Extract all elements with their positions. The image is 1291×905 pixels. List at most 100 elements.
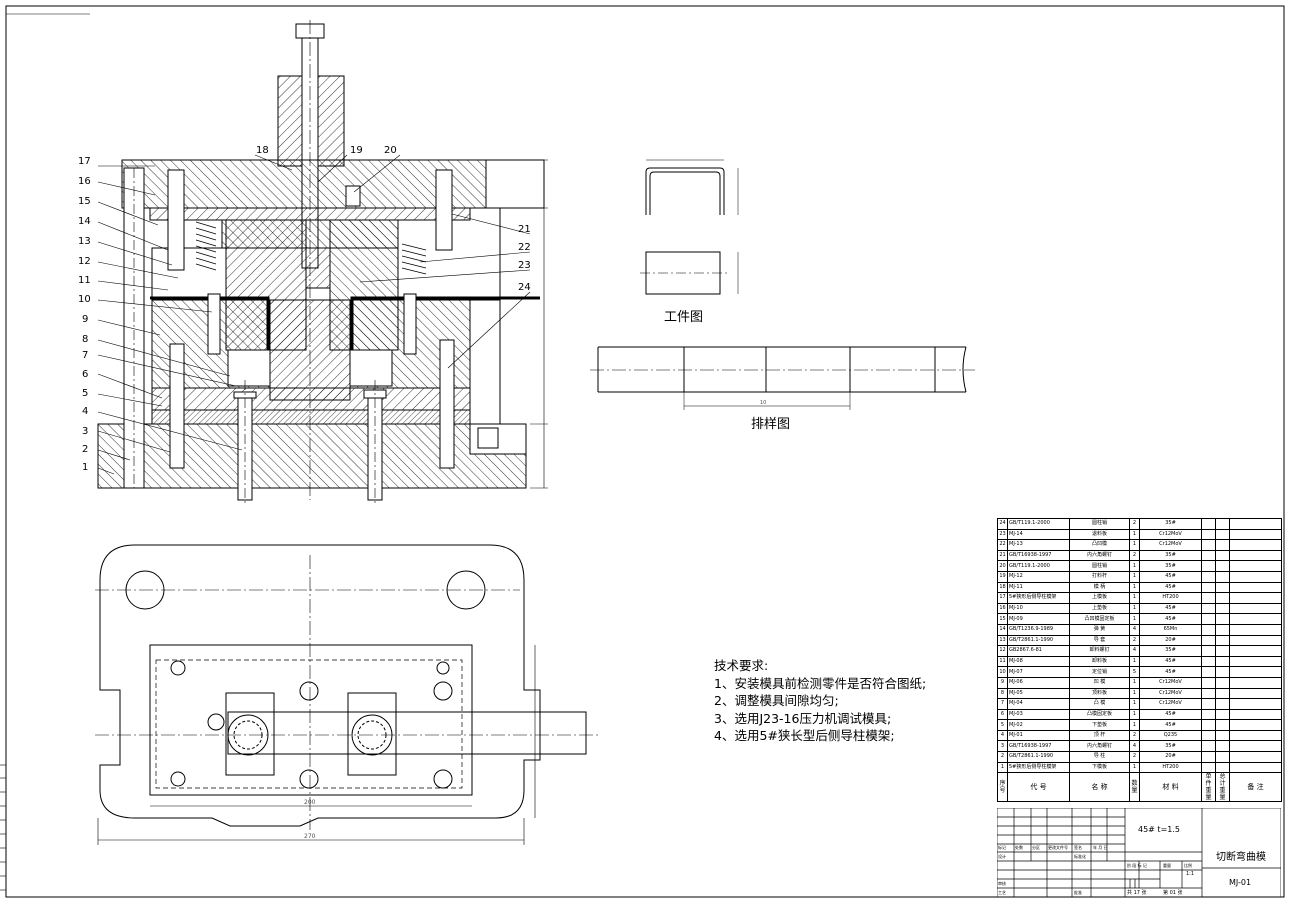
sheet-number: 第 01 张 — [1163, 890, 1183, 896]
rev-label: 签名 — [1074, 845, 1082, 850]
spring-right — [401, 243, 427, 275]
workpiece-caption: 工件图 — [664, 310, 704, 325]
bom-name: 卸料板 — [1069, 655, 1130, 668]
sheet-border — [5, 5, 1285, 898]
bom-name: 退料板 — [1069, 528, 1130, 541]
bom-qty: 2 — [1129, 634, 1140, 647]
bom-qty: 1 — [1129, 528, 1140, 541]
bom-unit-weight — [1201, 761, 1216, 774]
balloon: 9 — [82, 314, 88, 325]
bom-qty: 1 — [1129, 698, 1140, 710]
bom-name: 定位销 — [1069, 666, 1130, 678]
bom-header-total-weight: 总计重量 — [1215, 772, 1230, 803]
bom-unit-weight — [1201, 751, 1216, 763]
bom-name: 上模板 — [1069, 592, 1130, 604]
bom-qty: 1 — [1129, 560, 1140, 572]
bom-remark — [1229, 698, 1282, 710]
bom-unit-weight — [1201, 581, 1216, 594]
bom-name: 圆柱销 — [1069, 518, 1130, 530]
balloon: 2 — [82, 444, 88, 455]
balloon: 24 — [518, 282, 531, 293]
bom-remark — [1229, 645, 1282, 657]
balloon: 1 — [82, 462, 88, 473]
bom-remark — [1229, 518, 1282, 530]
bom-unit-weight — [1201, 740, 1216, 753]
bom-qty: 2 — [1129, 751, 1140, 763]
weight-label: 重量 — [1163, 863, 1171, 868]
bom-no: 21 — [997, 549, 1008, 562]
bom-unit-weight — [1201, 729, 1216, 742]
balloon: 19 — [350, 145, 363, 156]
bom-total-weight — [1215, 645, 1230, 657]
workpiece-drawing — [640, 159, 739, 295]
bom-code: MJ-06 — [1007, 676, 1070, 689]
bom-code: MJ-08 — [1007, 655, 1070, 668]
bom-no: 20 — [997, 560, 1008, 572]
bom-total-weight — [1215, 613, 1230, 625]
bom-no: 15 — [997, 613, 1008, 625]
bom-no: 23 — [997, 528, 1008, 541]
bom-total-weight — [1215, 560, 1230, 572]
bom-header-qty: 数量 — [1129, 772, 1140, 803]
bom-remark — [1229, 560, 1282, 572]
bom-unit-weight — [1201, 602, 1216, 615]
balloon: 8 — [82, 334, 88, 345]
bom-unit-weight — [1201, 613, 1216, 625]
bom-remark — [1229, 655, 1282, 668]
role-label: 工艺 — [998, 890, 1006, 895]
bom-qty: 1 — [1129, 676, 1140, 689]
bom-material: 35# — [1139, 518, 1202, 530]
bom-name: 下垫板 — [1069, 719, 1130, 731]
bom-qty: 4 — [1129, 740, 1140, 753]
bom-code: MJ-14 — [1007, 528, 1070, 541]
bom-remark — [1229, 719, 1282, 731]
bom-unit-weight — [1201, 687, 1216, 700]
bom-qty: 1 — [1129, 719, 1140, 731]
bom-header-code: 代 号 — [1007, 772, 1070, 803]
bom-name: 打料杆 — [1069, 570, 1130, 583]
bom-code: GB/T16938-1997 — [1007, 740, 1070, 753]
bom-total-weight — [1215, 676, 1230, 689]
bom-material: 35# — [1139, 560, 1202, 572]
bom-unit-weight — [1201, 655, 1216, 668]
bom-qty: 5 — [1129, 666, 1140, 678]
bom-total-weight — [1215, 751, 1230, 763]
bom-name: 凸凹模固定板 — [1069, 613, 1130, 625]
plan-view — [95, 544, 600, 845]
bom-remark — [1229, 729, 1282, 742]
bom-code: MJ-10 — [1007, 602, 1070, 615]
bom-header: 序号代 号名 称数量材 料单件重量总计重量备 注 — [997, 772, 1282, 803]
leader-lines — [97, 154, 531, 475]
bom-total-weight — [1215, 634, 1230, 647]
bom-remark — [1229, 666, 1282, 678]
balloon: 12 — [78, 256, 91, 267]
bom-no: 13 — [997, 634, 1008, 647]
bom-unit-weight — [1201, 528, 1216, 541]
bom-material: 65Mn — [1139, 623, 1202, 636]
bom-qty: 1 — [1129, 761, 1140, 774]
bom-material: 20# — [1139, 634, 1202, 647]
rev-label: 处数 — [1015, 845, 1023, 850]
bom-name: 导 柱 — [1069, 751, 1130, 763]
dim-bottom-width: 270 — [304, 833, 316, 840]
std-label: 批准 — [1074, 890, 1082, 895]
bom-header-material: 材 料 — [1139, 772, 1202, 803]
part-balloons: 17 16 15 14 13 12 11 10 9 8 7 6 5 4 3 2 … — [78, 145, 531, 473]
balloon: 18 — [256, 145, 269, 156]
bom-name: 凸 模 — [1069, 698, 1130, 710]
lower-plate-outline — [99, 544, 541, 827]
bom-name: 凹 模 — [1069, 676, 1130, 689]
bom-remark — [1229, 623, 1282, 636]
bom-unit-weight — [1201, 676, 1216, 689]
balloon: 16 — [78, 176, 91, 187]
bom-remark — [1229, 676, 1282, 689]
bom-no: 7 — [997, 698, 1008, 710]
bom-remark — [1229, 549, 1282, 562]
scale-label: 比例 — [1184, 863, 1192, 868]
bom-total-weight — [1215, 729, 1230, 742]
